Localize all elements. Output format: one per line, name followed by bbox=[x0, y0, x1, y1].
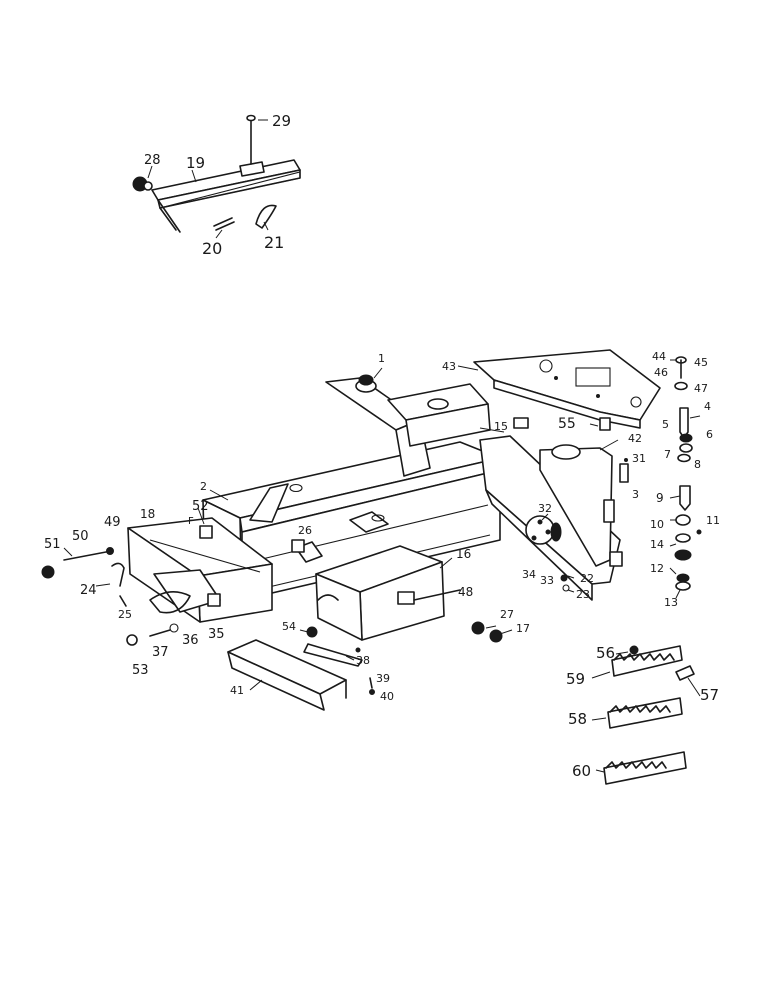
callout-33: 33 bbox=[540, 574, 554, 587]
callout-29: 29 bbox=[272, 112, 291, 130]
callout-53: 53 bbox=[132, 663, 149, 678]
callout-12: 12 bbox=[650, 562, 664, 575]
callout-16: 16 bbox=[456, 547, 471, 561]
top-plate-43 bbox=[473, 349, 661, 429]
front-weight-block bbox=[127, 517, 273, 623]
callout-54: 54 bbox=[282, 620, 296, 633]
rack-bars bbox=[603, 645, 695, 785]
callout-43: 43 bbox=[442, 360, 456, 373]
callout-50: 50 bbox=[72, 529, 89, 544]
callout-36: 36 bbox=[182, 633, 199, 648]
callout-45: 45 bbox=[694, 356, 708, 369]
callout-39: 39 bbox=[376, 672, 390, 685]
callout-44: 44 bbox=[652, 350, 666, 363]
callout-10: 10 bbox=[650, 518, 664, 531]
callout-28: 28 bbox=[144, 153, 161, 168]
callout-3: 3 bbox=[632, 488, 639, 501]
callout-15: 15 bbox=[494, 420, 508, 433]
callout-35: 35 bbox=[208, 627, 225, 642]
callout-4: 4 bbox=[704, 400, 711, 413]
hanger-plate-41 bbox=[227, 639, 363, 711]
callout-42: 42 bbox=[628, 432, 642, 445]
callout-6: 6 bbox=[706, 428, 713, 441]
callout-38: 38 bbox=[356, 654, 370, 667]
callout-34: 34 bbox=[522, 568, 536, 581]
rear-weight-block bbox=[315, 545, 461, 641]
callout-32: 32 bbox=[538, 502, 552, 515]
callout-20: 20 bbox=[202, 239, 222, 258]
callout-17: 17 bbox=[516, 622, 530, 635]
callout-51: 51 bbox=[44, 537, 61, 552]
callout-22: 22 bbox=[580, 572, 594, 585]
small-parts-left bbox=[41, 417, 629, 695]
callout-40: 40 bbox=[380, 690, 394, 703]
mark-f: F bbox=[188, 516, 194, 527]
callout-11: 11 bbox=[706, 514, 720, 527]
callout-31: 31 bbox=[632, 452, 646, 465]
callout-2: 2 bbox=[200, 480, 207, 493]
callout-26: 26 bbox=[298, 524, 312, 537]
callout-48: 48 bbox=[458, 585, 473, 599]
callout-24: 24 bbox=[80, 583, 97, 598]
callout-21: 21 bbox=[264, 233, 284, 252]
callout-60: 60 bbox=[572, 762, 591, 780]
side-plate bbox=[479, 435, 623, 601]
callout-labels: 29 28 19 20 21 1 43 44 45 46 47 4 5 6 7 … bbox=[44, 112, 720, 780]
callout-58: 58 bbox=[568, 710, 587, 728]
callout-5: 5 bbox=[662, 418, 669, 431]
callout-1: 1 bbox=[378, 352, 385, 365]
callout-57: 57 bbox=[700, 686, 719, 704]
callout-37: 37 bbox=[152, 645, 169, 660]
callout-18: 18 bbox=[140, 507, 155, 521]
callout-14: 14 bbox=[650, 538, 664, 551]
leader-lines bbox=[63, 119, 701, 773]
callout-19: 19 bbox=[186, 154, 205, 172]
callout-47: 47 bbox=[694, 382, 708, 395]
callout-13: 13 bbox=[664, 596, 678, 609]
small-parts-column bbox=[674, 356, 702, 591]
callout-41: 41 bbox=[230, 684, 244, 697]
callout-56: 56 bbox=[596, 644, 615, 662]
callout-8: 8 bbox=[694, 458, 701, 471]
bracket-assembly-19 bbox=[132, 114, 301, 233]
callout-27: 27 bbox=[500, 608, 514, 621]
callout-59: 59 bbox=[566, 670, 585, 688]
callout-49: 49 bbox=[104, 515, 121, 530]
callout-55: 55 bbox=[558, 416, 576, 432]
callout-25: 25 bbox=[118, 608, 132, 621]
callout-9: 9 bbox=[656, 491, 664, 505]
callout-23: 23 bbox=[576, 588, 590, 601]
callout-46: 46 bbox=[654, 366, 668, 379]
callout-7: 7 bbox=[664, 448, 671, 461]
callout-52: 52 bbox=[192, 499, 209, 514]
